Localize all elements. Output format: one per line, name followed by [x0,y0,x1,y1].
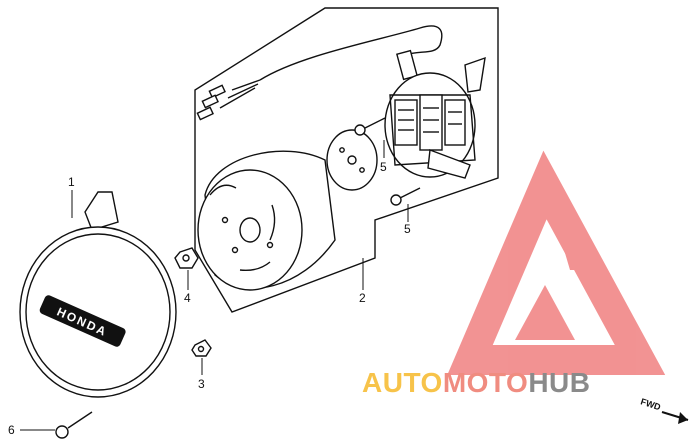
watermark-logo-icon [447,150,666,375]
flywheel-rotor [197,150,336,291]
washer-part [191,339,212,357]
bolt-upper [354,117,386,136]
wire-harness [196,25,443,121]
callout-5-lower: 5 [404,222,411,236]
assembly-outline [194,7,499,313]
fwd-label: FWD [639,396,662,412]
stator-assembly [384,56,486,179]
forward-direction-arrow: FWD [639,396,689,424]
cover-screw [55,411,93,439]
callout-3: 3 [198,377,205,391]
callout-4: 4 [184,291,191,305]
generator-cover: HONDA [19,191,177,398]
nut-part [174,247,199,269]
bolt-lower [390,187,421,206]
callout-labels: 1 2 3 4 5 5 6 [8,160,411,437]
callout-6: 6 [8,423,15,437]
callout-1: 1 [68,175,75,189]
callout-2: 2 [359,291,366,305]
watermark-brand: AUTOMOTOHUB [362,367,590,398]
callout-5-upper: 5 [380,160,387,174]
pulser-plate [326,129,378,191]
leader-lines [20,140,409,431]
